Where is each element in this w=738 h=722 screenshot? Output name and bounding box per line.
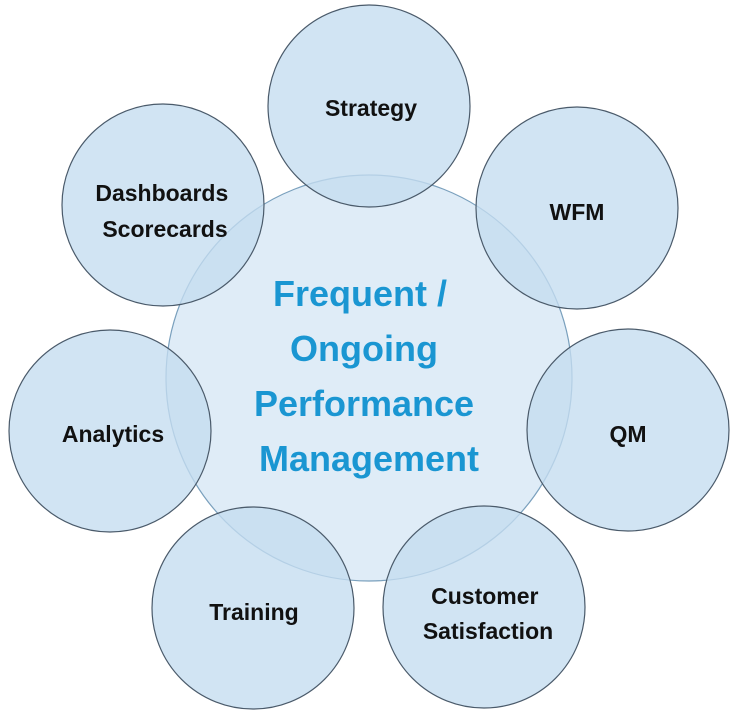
customer-satisfaction-circle [382,505,586,709]
wfm-circle [475,106,679,310]
training-label: Training [209,599,298,625]
analytics-circle [8,329,212,533]
center-label-line-3: Performance [254,383,474,424]
center-label-line-2: Ongoing [290,328,438,369]
analytics-label: Analytics [62,421,164,447]
customer-satisfaction-label: Customer Satisfaction [423,583,553,644]
center-label-line-1: Frequent / [273,273,447,314]
center-label-line-4: Management [259,438,479,479]
qm-label: QM [609,421,646,447]
strategy-circle [267,4,471,208]
qm-circle [526,328,730,532]
wfm-label: WFM [550,199,605,225]
dashboards-scorecards-circle [61,103,265,307]
training-circle [151,506,355,710]
strategy-label: Strategy [325,95,417,121]
center-label: Frequent / Ongoing Performance Managemen… [254,273,484,479]
dashboards-scorecards-label: Dashboards Scorecards [95,180,234,242]
